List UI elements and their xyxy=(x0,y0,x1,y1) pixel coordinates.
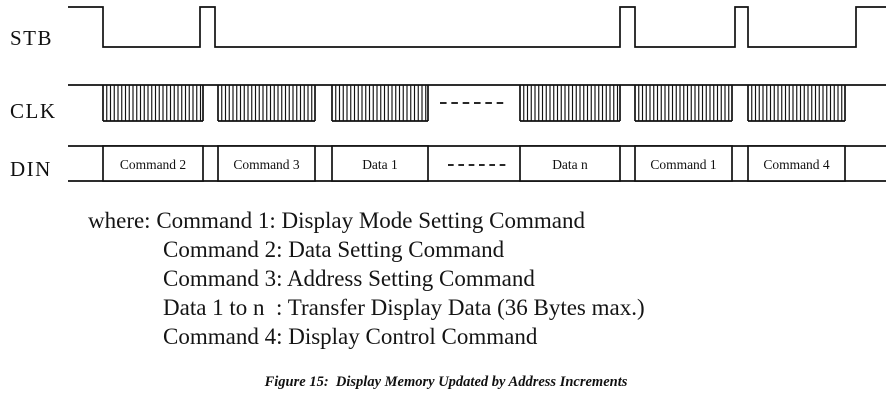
legend-line-command-1: where: Command 1: Display Mode Setting C… xyxy=(88,208,586,233)
din-packet-1: Command 2 xyxy=(102,145,204,182)
figure-caption: Figure 15: Display Memory Updated by Add… xyxy=(264,374,628,390)
legend-line-data-1-to-n: Data 1 to n : Transfer Display Data (36 … xyxy=(163,295,645,320)
din-packet-2: Command 3 xyxy=(217,145,316,182)
clk-burst-group xyxy=(102,85,846,122)
legend-block: where: Command 1: Display Mode Setting C… xyxy=(0,206,892,351)
din-packet-6: Command 1 xyxy=(634,145,733,182)
clk-burst-5 xyxy=(634,85,733,122)
legend-line-command-2: Command 2: Data Setting Command xyxy=(163,237,505,262)
clk-burst-3 xyxy=(331,85,429,122)
din-packet-label: Data 1 xyxy=(362,157,398,172)
din-packet-group: Command 2 Command 3 Data 1 Data n Command 1 C… xyxy=(102,145,846,182)
din-packet-label: Command 1 xyxy=(650,157,716,172)
clk-burst-6 xyxy=(747,85,846,122)
signal-label-din: DIN xyxy=(10,157,52,181)
din-packet-label: Data n xyxy=(552,157,588,172)
stb-waveform xyxy=(68,6,886,48)
timing-diagram: STB CLK DIN Command 2 Command 3 Data 1 Data… xyxy=(10,6,886,182)
signal-label-clk: CLK xyxy=(10,99,57,123)
clk-burst-2 xyxy=(217,85,316,122)
din-packet-5: Data n xyxy=(519,145,621,182)
din-packet-3: Data 1 xyxy=(331,145,429,182)
din-packet-label: Command 3 xyxy=(233,157,300,172)
legend-line-command-4: Command 4: Display Control Command xyxy=(163,324,538,349)
din-packet-label: Command 4 xyxy=(763,157,830,172)
legend-line-command-3: Command 3: Address Setting Command xyxy=(163,266,535,291)
din-packet-7: Command 4 xyxy=(747,145,846,182)
clk-burst-1 xyxy=(102,85,204,122)
din-packet-label: Command 2 xyxy=(120,157,186,172)
signal-label-stb: STB xyxy=(10,26,53,50)
clk-burst-4 xyxy=(519,85,621,122)
